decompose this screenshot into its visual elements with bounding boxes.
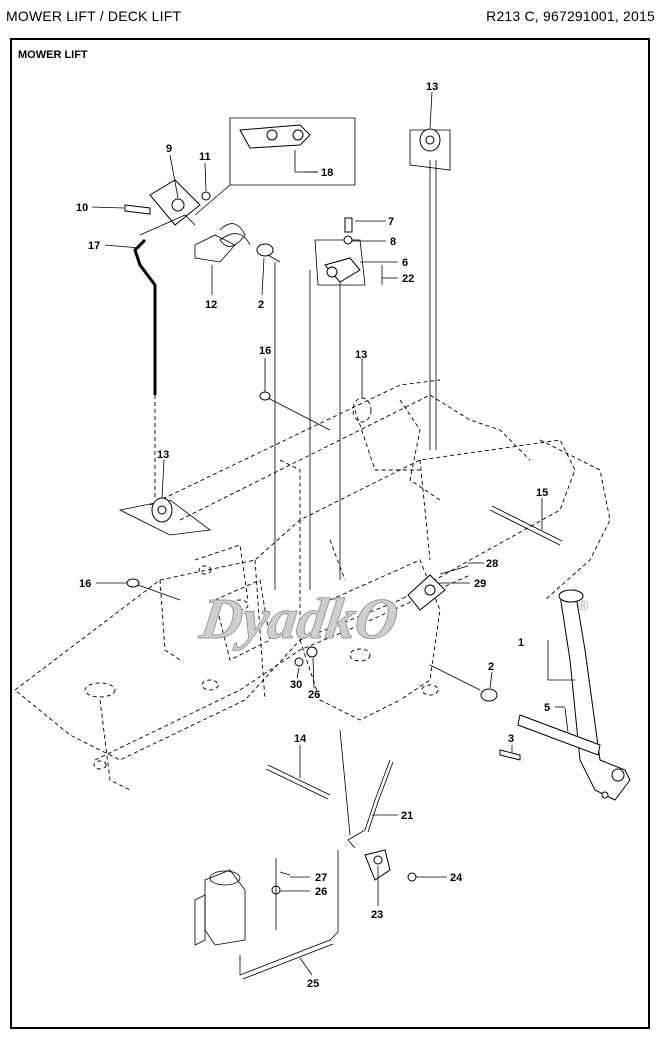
callout-leader-lines <box>91 91 575 976</box>
nut-part-30 <box>294 646 318 667</box>
pulley-part-13 <box>409 128 451 450</box>
callout-3: 3 <box>508 733 514 745</box>
rod-part-14 <box>265 764 331 800</box>
callout-5: 5 <box>544 702 550 714</box>
callout-labels: 13 18 9 11 10 17 12 2 7 8 6 22 16 13 13 … <box>76 81 550 990</box>
callout-17: 17 <box>88 240 100 252</box>
callout-23: 23 <box>371 909 383 921</box>
detail-inset-18 <box>194 117 356 216</box>
pulley-part-13 <box>352 397 372 423</box>
callout-18: 18 <box>321 167 333 179</box>
bracket-part-6 <box>309 217 383 590</box>
callout-30: 30 <box>290 679 302 691</box>
link-rod-part-21 <box>339 729 394 849</box>
callout-13: 13 <box>355 349 367 361</box>
callout-11: 11 <box>199 151 211 163</box>
bracket-part-29 <box>407 565 469 611</box>
bracket-part-9 <box>124 179 211 236</box>
callout-26: 26 <box>308 689 320 701</box>
header-title: MOWER LIFT / DECK LIFT <box>6 8 182 24</box>
watermark-text: DyadkO <box>196 586 403 651</box>
watermark: DyadkO ® <box>195 586 589 652</box>
callout-28: 28 <box>486 558 498 570</box>
callout-21: 21 <box>401 810 413 822</box>
pulley-part-13 <box>118 497 212 536</box>
callout-2: 2 <box>488 661 494 673</box>
callout-10: 10 <box>76 202 88 214</box>
spring-part-12 <box>194 223 251 263</box>
bushing-part-2 <box>256 243 281 590</box>
callout-22: 22 <box>402 273 414 285</box>
callout-26: 26 <box>315 886 327 898</box>
watermark-mark: ® <box>578 597 589 613</box>
callout-1: 1 <box>518 637 524 649</box>
callout-27: 27 <box>315 872 327 884</box>
callout-16: 16 <box>79 578 91 590</box>
diagram-frame <box>10 38 650 1029</box>
bushing-part-16 <box>259 391 331 431</box>
lift-cable-part-17 <box>133 238 157 500</box>
lift-shaft-part-15 <box>489 505 563 546</box>
pivot-shaft <box>429 664 601 761</box>
lift-handle-part-1 <box>558 589 631 801</box>
bracket-part-23 <box>364 849 417 882</box>
bushing-part-16 <box>126 578 181 601</box>
callout-15: 15 <box>536 487 548 499</box>
callout-9: 9 <box>166 143 172 155</box>
callout-14: 14 <box>294 733 307 745</box>
chassis-frame <box>14 379 611 791</box>
callout-6: 6 <box>402 257 408 269</box>
callout-13: 13 <box>426 81 438 93</box>
section-title: MOWER LIFT <box>18 49 88 61</box>
callout-7: 7 <box>388 216 394 228</box>
callout-24: 24 <box>450 872 463 884</box>
callout-2: 2 <box>258 299 264 311</box>
callout-12: 12 <box>205 299 217 311</box>
header-model-info: R213 C, 967291001, 2015 <box>486 8 655 24</box>
callout-8: 8 <box>390 236 396 248</box>
callout-29: 29 <box>474 578 486 590</box>
callout-16: 16 <box>259 345 271 357</box>
deck-link-part-25 <box>194 850 339 980</box>
callout-13: 13 <box>157 449 169 461</box>
callout-25: 25 <box>307 978 319 990</box>
